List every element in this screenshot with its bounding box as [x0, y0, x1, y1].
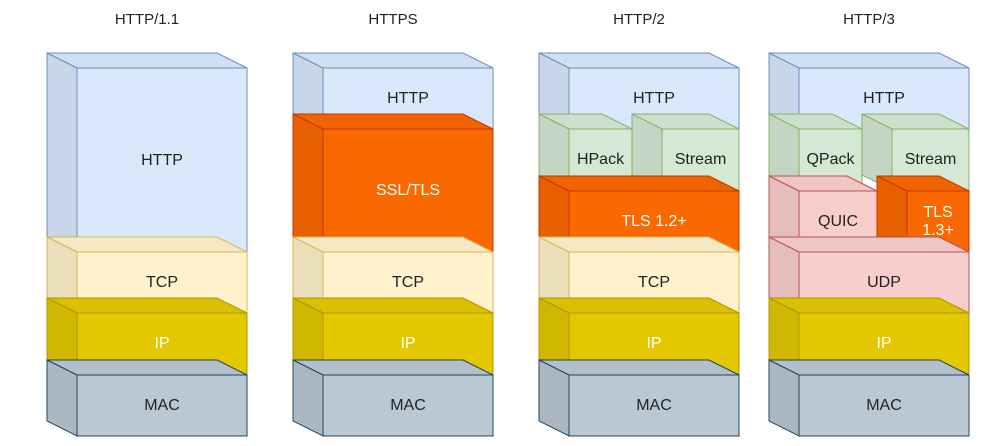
layer-hpack-label: HPack [576, 150, 625, 168]
layer-mac-front-face [568, 374, 740, 437]
layer-mac-label: MAC [636, 396, 672, 414]
layer-stream-label: Stream [904, 150, 957, 168]
layer-tcp-label: TCP [638, 273, 670, 291]
layer-ssl-tls-side-face [292, 113, 324, 253]
layer-quic-label: QUIC [818, 212, 858, 230]
layer-mac-front-face [76, 374, 248, 437]
layer-http-top-face [768, 52, 970, 69]
layer-tls-label: TLS 1.3+ [922, 203, 954, 239]
layer-http-label: HTTP [633, 89, 675, 107]
layer-ip-front-face [568, 312, 740, 375]
layer-http-top-face [538, 52, 740, 69]
layer-udp-label: UDP [867, 273, 901, 291]
layer-mac-front-face [322, 374, 494, 437]
layer-http-label: HTTP [387, 89, 429, 107]
layer-ip-label: IP [400, 334, 416, 352]
layer-qpack-label: QPack [806, 150, 855, 168]
layer-http-label: HTTP [863, 89, 905, 107]
layer-tcp-label: TCP [146, 273, 178, 291]
stack-title-http2: HTTP/2 [613, 11, 665, 28]
layer-mac-label: MAC [390, 396, 426, 414]
layer-ip-label: IP [876, 334, 892, 352]
layer-ip-front-face [798, 312, 970, 375]
layer-ip-label: IP [154, 334, 170, 352]
stack-title-http3: HTTP/3 [843, 11, 895, 28]
stack-title-http11: HTTP/1.1 [114, 11, 180, 28]
layer-tcp-label: TCP [392, 273, 424, 291]
layer-http-side-face [46, 52, 78, 254]
layer-tls-label: TLS 1.2+ [621, 212, 687, 230]
stack-title-https: HTTPS [368, 11, 418, 28]
layer-mac-label: MAC [866, 396, 902, 414]
layer-http-top-face [292, 52, 494, 69]
layer-http-label: HTTP [141, 151, 183, 169]
layer-mac-front-face [798, 374, 970, 437]
layer-mac-label: MAC [144, 396, 180, 414]
layer-ip-front-face [322, 312, 494, 375]
layer-stream-front-face [661, 128, 740, 191]
layer-http-top-face [46, 52, 248, 69]
layer-stream-label: Stream [674, 150, 727, 168]
layer-ssl-tls-label: SSL/TLS [375, 181, 441, 199]
layer-stream-front-face [891, 128, 970, 191]
layer-ip-front-face [76, 312, 248, 375]
layer-ip-label: IP [646, 334, 662, 352]
